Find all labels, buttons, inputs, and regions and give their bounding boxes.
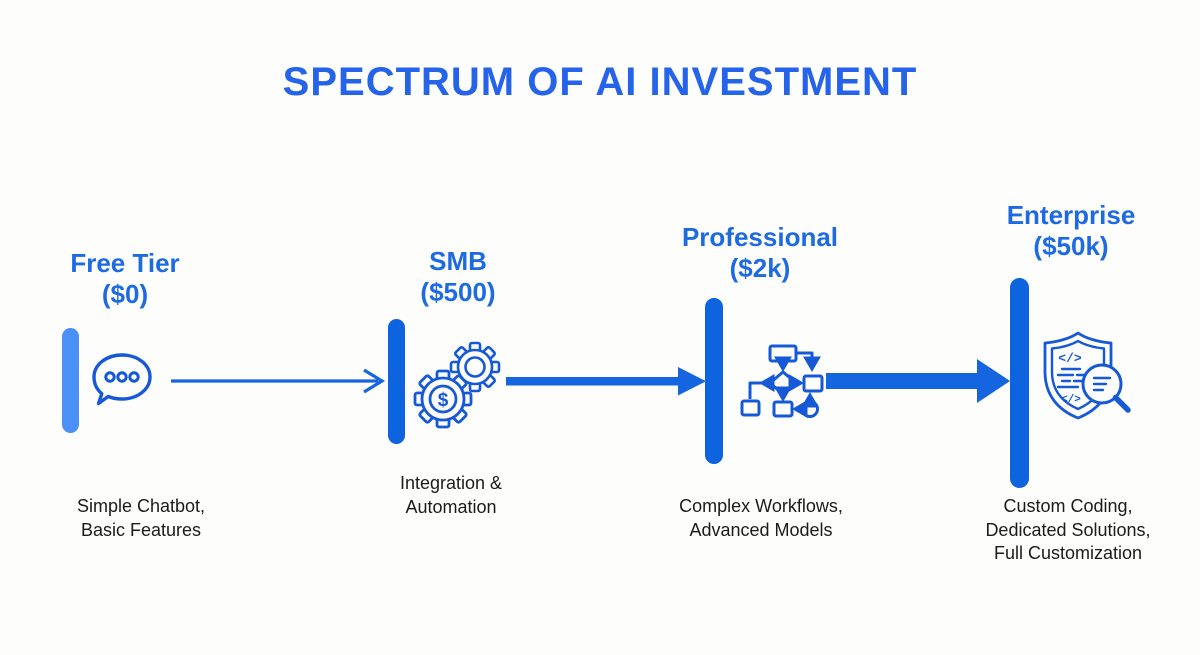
tier-label-smb: SMB ($500) [348, 246, 568, 308]
tier-desc-free: Simple Chatbot, Basic Features [76, 496, 206, 540]
tier-price: ($500) [420, 277, 496, 307]
tier-name: Enterprise [1006, 200, 1136, 230]
tier-price: ($2k) [729, 253, 791, 283]
tier-price: ($0) [101, 279, 149, 309]
tier-desc-smb: Integration & Automation [399, 473, 503, 517]
tier-name: Professional [681, 222, 839, 252]
page-title: SPECTRUM OF AI INVESTMENT [282, 60, 918, 104]
code-glyph-top: </> [1058, 351, 1082, 366]
dollar-glyph: $ [438, 390, 449, 411]
tier-price: ($50k) [1033, 231, 1109, 261]
tier-bar-professional [705, 298, 723, 464]
tier-name: Free Tier [70, 248, 180, 278]
chat-bubble-icon [90, 351, 154, 409]
tier-bar-free [62, 328, 79, 433]
tier-name: SMB [429, 246, 487, 276]
tier-desc-professional: Complex Workflows, Advanced Models [679, 496, 843, 540]
tier-label-professional: Professional ($2k) [650, 222, 870, 284]
tier-desc-enterprise: Custom Coding, Dedicated Solutions, Full… [985, 496, 1151, 563]
code-glyph-bottom: </> [1061, 394, 1081, 406]
arrow-smb-to-professional [506, 364, 708, 398]
dollar-gears-icon: $ [413, 339, 503, 429]
tier-label-free: Free Tier ($0) [15, 248, 235, 310]
shield-code-icon: </> </> [1040, 330, 1140, 430]
arrow-professional-to-enterprise [826, 358, 1012, 404]
workflow-icon [740, 344, 824, 422]
tier-bar-enterprise [1010, 278, 1029, 488]
tier-label-enterprise: Enterprise ($50k) [961, 200, 1181, 262]
arrow-free-to-smb [168, 366, 392, 396]
tier-bar-smb [388, 319, 405, 444]
